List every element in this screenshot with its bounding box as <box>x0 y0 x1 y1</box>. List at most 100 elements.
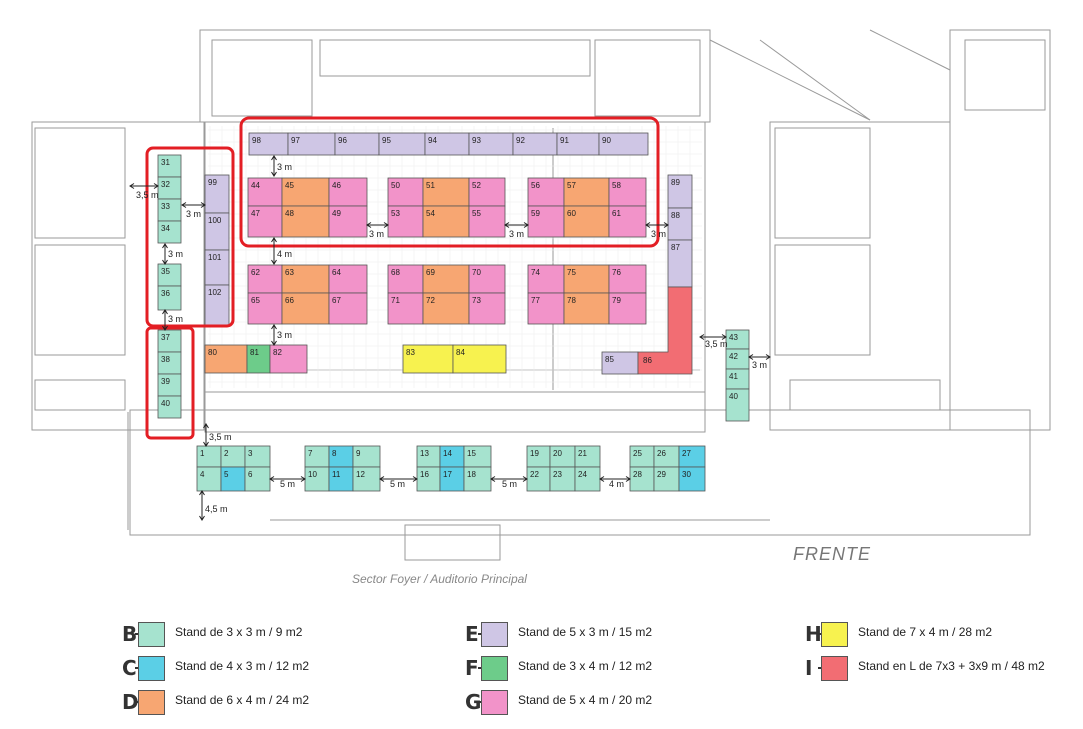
stand-19[interactable]: 19 <box>526 445 551 468</box>
stand-85[interactable]: 85 <box>601 351 639 375</box>
stand-41[interactable]: 41 <box>725 368 750 390</box>
stand-56[interactable]: 56 <box>527 177 565 207</box>
stand-36[interactable]: 36 <box>157 285 182 311</box>
stand-87[interactable]: 87 <box>667 239 693 288</box>
stand-83[interactable]: 83 <box>402 344 454 374</box>
stand-12[interactable]: 12 <box>352 466 381 492</box>
stand-75[interactable]: 75 <box>563 264 610 294</box>
stand-35[interactable]: 35 <box>157 263 182 287</box>
stand-95[interactable]: 95 <box>378 132 426 156</box>
stand-4[interactable]: 4 <box>196 466 222 492</box>
stand-20[interactable]: 20 <box>549 445 576 468</box>
stand-9[interactable]: 9 <box>352 445 381 468</box>
stand-64[interactable]: 64 <box>328 264 368 294</box>
stand-100[interactable]: 100 <box>204 212 230 251</box>
stand-101[interactable]: 101 <box>204 249 230 286</box>
stand-30[interactable]: 30 <box>678 466 706 492</box>
stand-52[interactable]: 52 <box>468 177 506 207</box>
stand-99[interactable]: 99 <box>204 174 230 214</box>
stand-29[interactable]: 29 <box>653 466 680 492</box>
stand-53[interactable]: 53 <box>387 205 424 238</box>
stand-14[interactable]: 14 <box>439 445 465 468</box>
stand-97[interactable]: 97 <box>287 132 336 156</box>
stand-93[interactable]: 93 <box>468 132 514 156</box>
stand-44[interactable]: 44 <box>247 177 283 207</box>
stand-55[interactable]: 55 <box>468 205 506 238</box>
stand-13[interactable]: 13 <box>416 445 441 468</box>
stand-68[interactable]: 68 <box>387 264 424 294</box>
stand-32[interactable]: 32 <box>157 176 182 200</box>
stand-46[interactable]: 46 <box>328 177 368 207</box>
stand-82[interactable]: 82 <box>269 344 308 374</box>
stand-5[interactable]: 5 <box>220 466 246 492</box>
stand-22[interactable]: 22 <box>526 466 551 492</box>
stand-27[interactable]: 27 <box>678 445 706 468</box>
stand-8[interactable]: 8 <box>328 445 354 468</box>
stand-40[interactable]: 40 <box>725 388 750 422</box>
stand-70[interactable]: 70 <box>468 264 506 294</box>
stand-10[interactable]: 10 <box>304 466 330 492</box>
stand-79[interactable]: 79 <box>608 292 647 325</box>
stand-50[interactable]: 50 <box>387 177 424 207</box>
stand-76[interactable]: 76 <box>608 264 647 294</box>
stand-49[interactable]: 49 <box>328 205 368 238</box>
stand-48[interactable]: 48 <box>281 205 330 238</box>
stand-57[interactable]: 57 <box>563 177 610 207</box>
stand-91[interactable]: 91 <box>556 132 600 156</box>
stand-11[interactable]: 11 <box>328 466 354 492</box>
stand-51[interactable]: 51 <box>422 177 470 207</box>
stand-43[interactable]: 43 <box>725 329 750 350</box>
stand-63[interactable]: 63 <box>281 264 330 294</box>
stand-18[interactable]: 18 <box>463 466 492 492</box>
stand-39[interactable]: 39 <box>157 373 182 397</box>
stand-96[interactable]: 96 <box>334 132 380 156</box>
stand-59[interactable]: 59 <box>527 205 565 238</box>
stand-65[interactable]: 65 <box>247 292 283 325</box>
stand-60[interactable]: 60 <box>563 205 610 238</box>
stand-72[interactable]: 72 <box>422 292 470 325</box>
stand-66[interactable]: 66 <box>281 292 330 325</box>
stand-3[interactable]: 3 <box>244 445 271 468</box>
stand-40[interactable]: 40 <box>157 395 182 419</box>
stand-98[interactable]: 98 <box>248 132 289 156</box>
stand-74[interactable]: 74 <box>527 264 565 294</box>
stand-84[interactable]: 84 <box>452 344 507 374</box>
stand-6[interactable]: 6 <box>244 466 271 492</box>
stand-2[interactable]: 2 <box>220 445 246 468</box>
stand-86[interactable]: 86 <box>637 286 693 375</box>
stand-37[interactable]: 37 <box>157 329 182 353</box>
stand-73[interactable]: 73 <box>468 292 506 325</box>
stand-54[interactable]: 54 <box>422 205 470 238</box>
stand-24[interactable]: 24 <box>574 466 601 492</box>
stand-62[interactable]: 62 <box>247 264 283 294</box>
stand-31[interactable]: 31 <box>157 154 182 178</box>
stand-28[interactable]: 28 <box>629 466 655 492</box>
stand-33[interactable]: 33 <box>157 198 182 222</box>
stand-78[interactable]: 78 <box>563 292 610 325</box>
stand-7[interactable]: 7 <box>304 445 330 468</box>
stand-21[interactable]: 21 <box>574 445 601 468</box>
stand-92[interactable]: 92 <box>512 132 558 156</box>
stand-58[interactable]: 58 <box>608 177 647 207</box>
stand-1[interactable]: 1 <box>196 445 222 468</box>
stand-34[interactable]: 34 <box>157 220 182 244</box>
stand-47[interactable]: 47 <box>247 205 283 238</box>
stand-90[interactable]: 90 <box>598 132 649 156</box>
stand-17[interactable]: 17 <box>439 466 465 492</box>
stand-88[interactable]: 88 <box>667 207 693 241</box>
stand-71[interactable]: 71 <box>387 292 424 325</box>
stand-25[interactable]: 25 <box>629 445 655 468</box>
stand-77[interactable]: 77 <box>527 292 565 325</box>
stand-94[interactable]: 94 <box>424 132 470 156</box>
stand-16[interactable]: 16 <box>416 466 441 492</box>
stand-102[interactable]: 102 <box>204 284 230 326</box>
stand-81[interactable]: 81 <box>246 344 271 374</box>
stand-45[interactable]: 45 <box>281 177 330 207</box>
stand-89[interactable]: 89 <box>667 174 693 209</box>
stand-26[interactable]: 26 <box>653 445 680 468</box>
stand-80[interactable]: 80 <box>204 344 248 374</box>
stand-61[interactable]: 61 <box>608 205 647 238</box>
stand-42[interactable]: 42 <box>725 348 750 370</box>
stand-15[interactable]: 15 <box>463 445 492 468</box>
stand-69[interactable]: 69 <box>422 264 470 294</box>
